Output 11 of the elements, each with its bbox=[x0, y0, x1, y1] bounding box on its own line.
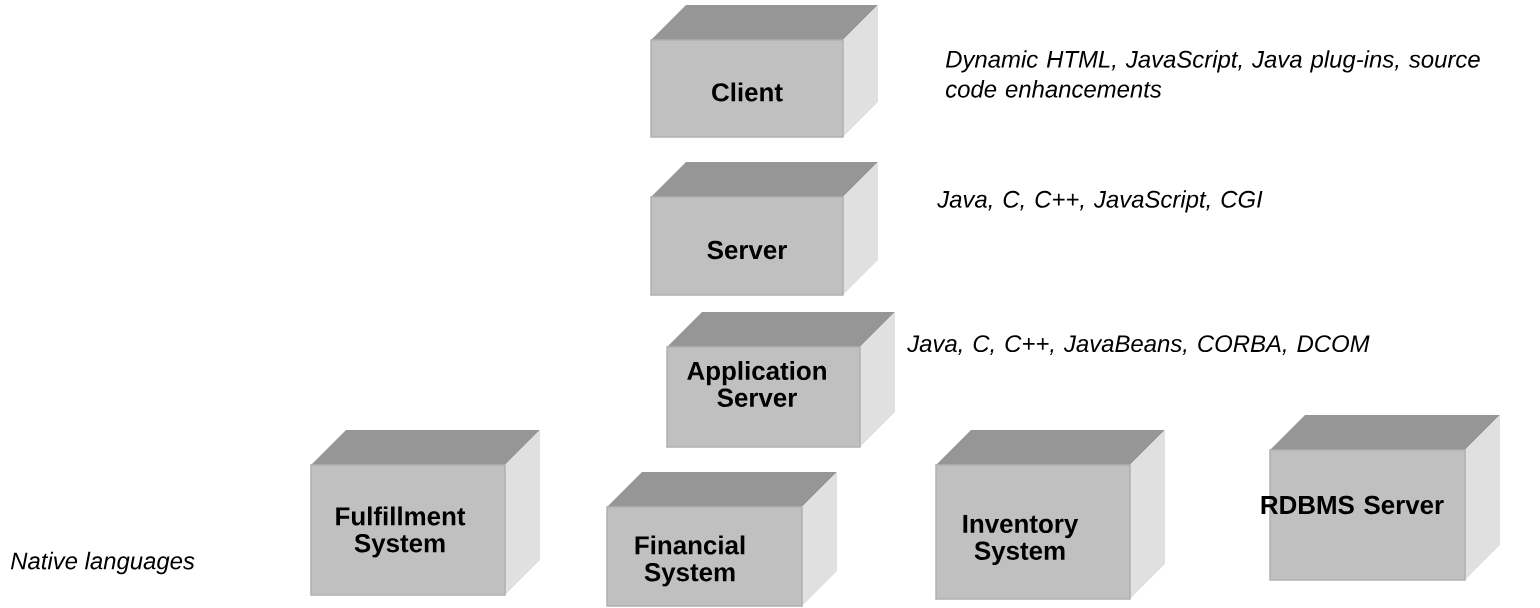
block-box: Fulfillment System bbox=[310, 430, 540, 596]
block-box: Financial System bbox=[606, 472, 837, 607]
block-box: Inventory System bbox=[935, 430, 1165, 600]
note: Dynamic HTML, JavaScript, Java plug-ins, source code enhancements bbox=[945, 50, 1480, 98]
block-box: Application Server bbox=[666, 312, 895, 448]
note: Native languages bbox=[10, 551, 195, 575]
note: Java, C, C++, JavaScript, CGI bbox=[937, 190, 1263, 213]
note: Java, C, C++, JavaBeans, CORBA, DCOM bbox=[907, 335, 1370, 355]
block-box: Server bbox=[650, 162, 878, 296]
block-box: RDBMS Server bbox=[1261, 415, 1500, 581]
block-box: Client bbox=[650, 5, 878, 138]
